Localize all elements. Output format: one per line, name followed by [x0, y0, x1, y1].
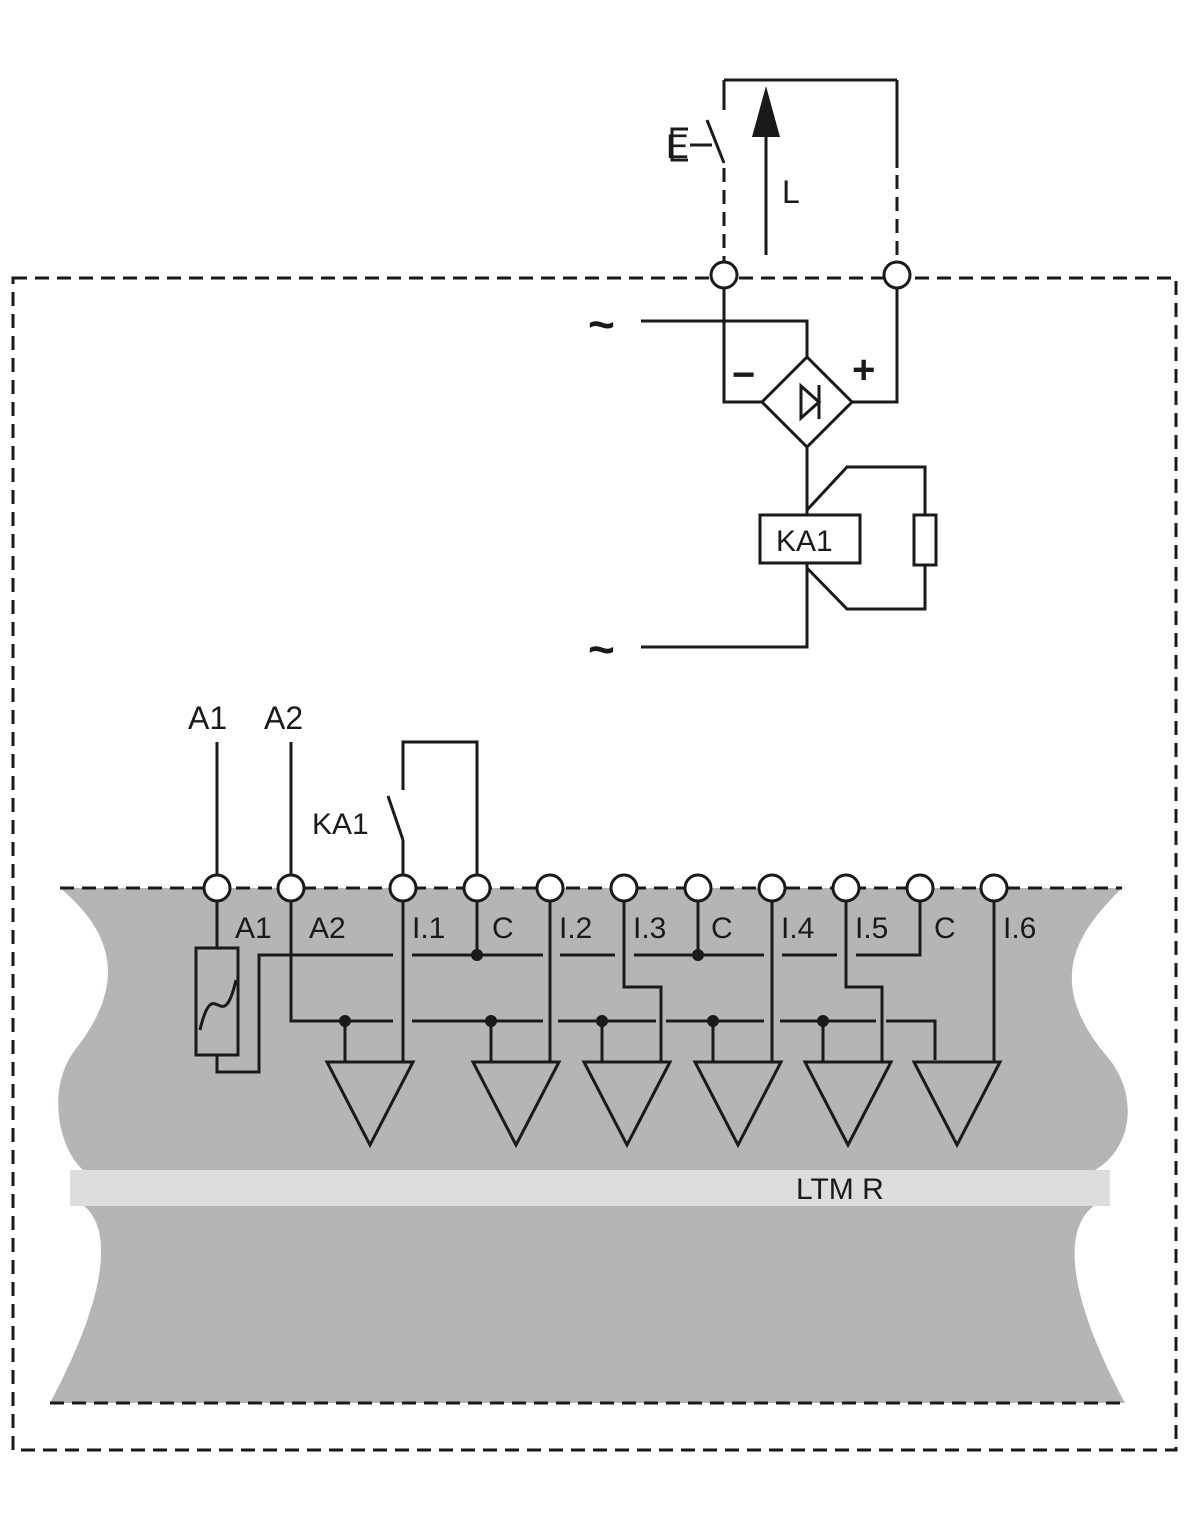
terminal-label-i4: I.4: [781, 912, 814, 945]
ac-wire-top: [641, 319, 809, 357]
enclosure-dashed-border: [11, 276, 1178, 1452]
a2-bus-1: [289, 901, 393, 1023]
terminal-top-right: [882, 260, 912, 290]
junction-dot-c1: [471, 949, 483, 961]
junction-dot-a2-1: [339, 1015, 351, 1027]
ac-symbol-top: ~: [588, 298, 615, 350]
terminal-c3: [905, 873, 935, 903]
switch-e-label: E: [666, 128, 689, 166]
input-amplifier-4: [692, 1060, 784, 1149]
rectifier-bridge: [759, 354, 855, 450]
switch-e-symbol: [670, 127, 688, 162]
ka1-contact-blade: [386, 795, 405, 841]
input-amplifier-1: [324, 1060, 416, 1149]
ac-wire-bottom: [641, 563, 809, 649]
input-amplifier-3: [581, 1060, 673, 1149]
terminal-top-left: [709, 260, 739, 290]
load-arrow-icon: [752, 86, 780, 137]
terminal-c2: [683, 873, 713, 903]
common-bus-5: [856, 901, 922, 957]
load-label: L: [782, 174, 800, 210]
ac-symbol-bottom: ~: [588, 623, 615, 675]
rectifier-minus-wire: [722, 288, 762, 404]
minus-sign-label: −: [732, 353, 755, 397]
terminal-label-c3: C: [934, 912, 956, 945]
input-amplifier-2: [470, 1060, 562, 1149]
terminal-i4: [757, 873, 787, 903]
coil-diagonal-top: [805, 465, 927, 515]
parallel-resistor: [912, 513, 938, 567]
device-label: LTM R: [796, 1173, 884, 1206]
plus-sign-label: +: [852, 348, 875, 392]
device-body: [50, 888, 1128, 1403]
ka1-contact-label: KA1: [312, 808, 369, 841]
terminal-i2: [535, 873, 565, 903]
protection-curve-icon: [198, 979, 238, 1031]
terminal-label-i1: I.1: [412, 912, 445, 945]
terminal-label-a1: A1: [235, 912, 272, 945]
a1-return-wire: [215, 953, 393, 1074]
terminal-label-i2: I.2: [559, 912, 592, 945]
input-amplifier-6: [911, 1060, 1003, 1149]
external-a1-label: A1: [188, 700, 227, 736]
junction-dot-c2: [692, 949, 704, 961]
terminal-label-i6: I.6: [1003, 912, 1036, 945]
device-band: [70, 1170, 1110, 1206]
terminal-c1: [462, 873, 492, 903]
terminal-label-a2: A2: [309, 912, 346, 945]
junction-dot-a2-2: [485, 1015, 497, 1027]
terminal-label-i3: I.3: [633, 912, 666, 945]
a2-bus-6: [886, 1019, 937, 1060]
input-i5-wire: [844, 901, 884, 1062]
terminal-i3: [609, 873, 639, 903]
terminal-label-i5: I.5: [855, 912, 888, 945]
input-i3-wire: [622, 901, 663, 1062]
terminal-label-c1: C: [492, 912, 514, 945]
switch-e-blade: [705, 119, 726, 164]
input-amplifier-5: [802, 1060, 894, 1149]
terminal-i1: [388, 873, 418, 903]
terminal-i5: [831, 873, 861, 903]
junction-dot-a2-4: [707, 1015, 719, 1027]
terminal-a1: [202, 873, 232, 903]
terminal-label-c2: C: [711, 912, 733, 945]
ka1-contact-upper: [401, 740, 479, 875]
diode-icon: [799, 382, 822, 422]
terminal-a2: [276, 873, 306, 903]
coil-diagonal-bottom: [805, 565, 927, 611]
rectifier-plus-wire: [852, 288, 899, 404]
junction-dot-a2-3: [596, 1015, 608, 1027]
relay-coil-label: KA1: [776, 525, 833, 558]
external-a2-label: A2: [264, 700, 303, 736]
junction-dot-a2-5: [817, 1015, 829, 1027]
relay-coil-ka1: [758, 513, 862, 565]
terminal-i6: [979, 873, 1009, 903]
